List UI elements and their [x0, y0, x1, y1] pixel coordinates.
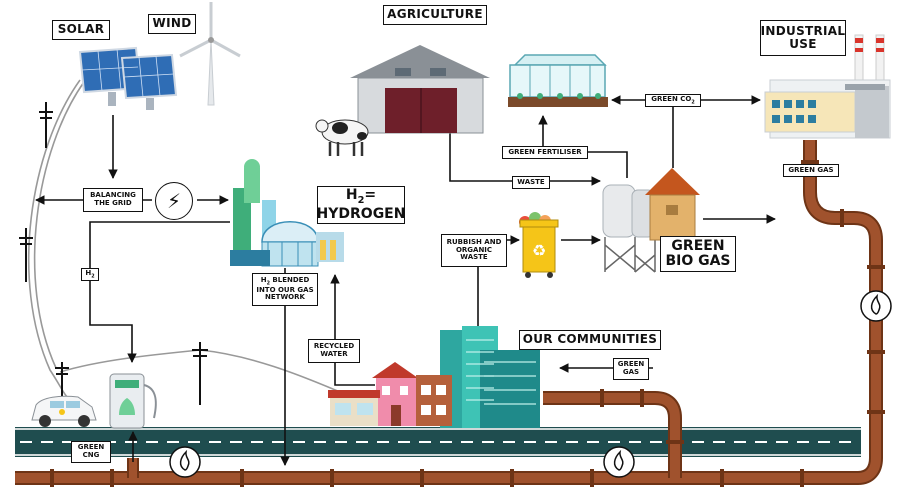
label-green-fertiliser: GREEN FERTILISER: [502, 146, 588, 159]
cng-pump: [109, 373, 157, 429]
gas-flame-icon: [169, 290, 892, 478]
greenhouse: [508, 54, 608, 107]
solar-panels: [78, 46, 178, 110]
label-green-bio-gas-text: GREEN BIO GAS: [665, 237, 731, 269]
label-green-cng-text: GREEN CNG: [77, 443, 105, 459]
label-rubbish-organic-waste: RUBBISH AND ORGANIC WASTE: [441, 234, 507, 267]
electric-car: [31, 395, 97, 427]
label-h2-blended: H2 BLENDED INTO OUR GAS NETWORK: [252, 273, 318, 306]
label-green-fertiliser-text: GREEN FERTILISER: [508, 147, 582, 156]
label-industrial-use: INDUSTRIAL USE: [760, 20, 846, 56]
label-green-co2: GREEN CO2: [645, 94, 701, 107]
label-green-gas-community-text: GREEN GAS: [617, 360, 645, 376]
label-h2-blended-text: H2 BLENDED INTO OUR GAS NETWORK: [256, 275, 314, 302]
label-solar-text: SOLAR: [57, 22, 105, 37]
recycling-bin: ♻: [519, 212, 559, 278]
label-solar: SOLAR: [52, 20, 110, 40]
label-hydrogen-formula: H2=: [345, 187, 377, 206]
label-waste-text: WASTE: [517, 177, 545, 186]
cow: [315, 119, 369, 156]
label-hydrogen-text: HYDROGEN: [316, 205, 406, 222]
label-green-cng: GREEN CNG: [71, 441, 111, 463]
label-agriculture: AGRICULTURE: [383, 5, 487, 25]
power-poles: [19, 102, 208, 405]
label-h2-line: H2: [81, 268, 99, 281]
label-green-gas-industry-text: GREEN GAS: [788, 165, 834, 174]
label-hydrogen: H2= HYDROGEN: [317, 186, 405, 224]
label-balancing-the-grid-text: BALANCING THE GRID: [90, 191, 136, 207]
label-waste: WASTE: [512, 176, 550, 189]
label-our-communities: OUR COMMUNITIES: [519, 330, 661, 350]
biogas-plant: [602, 168, 700, 273]
wind-turbine: [179, 2, 241, 106]
label-h2-line-text: H2: [85, 268, 95, 279]
label-industrial-use-text: INDUSTRIAL USE: [760, 23, 846, 51]
label-our-communities-text: OUR COMMUNITIES: [522, 332, 658, 347]
community-buildings: [328, 326, 540, 428]
label-rubbish-organic-waste-text: RUBBISH AND ORGANIC WASTE: [446, 237, 502, 262]
label-green-gas-industry: GREEN GAS: [783, 164, 839, 177]
label-green-bio-gas: GREEN BIO GAS: [660, 236, 736, 272]
label-recycled-water: RECYCLED WATER: [308, 339, 360, 363]
farm-barn: [350, 45, 490, 134]
road: [15, 427, 861, 457]
label-balancing-the-grid: BALANCING THE GRID: [83, 188, 143, 212]
label-wind-text: WIND: [152, 16, 192, 31]
label-green-gas-community: GREEN GAS: [613, 358, 649, 380]
lightning-bolt-icon: ⚡: [155, 182, 193, 220]
label-recycled-water-text: RECYCLED WATER: [313, 342, 355, 358]
svg-text:♻: ♻: [532, 241, 546, 260]
label-wind: WIND: [148, 14, 196, 34]
hydrogen-plant: [230, 159, 344, 267]
label-agriculture-text: AGRICULTURE: [387, 7, 483, 22]
factory: [764, 34, 891, 139]
label-green-co2-text: GREEN CO2: [651, 94, 695, 105]
